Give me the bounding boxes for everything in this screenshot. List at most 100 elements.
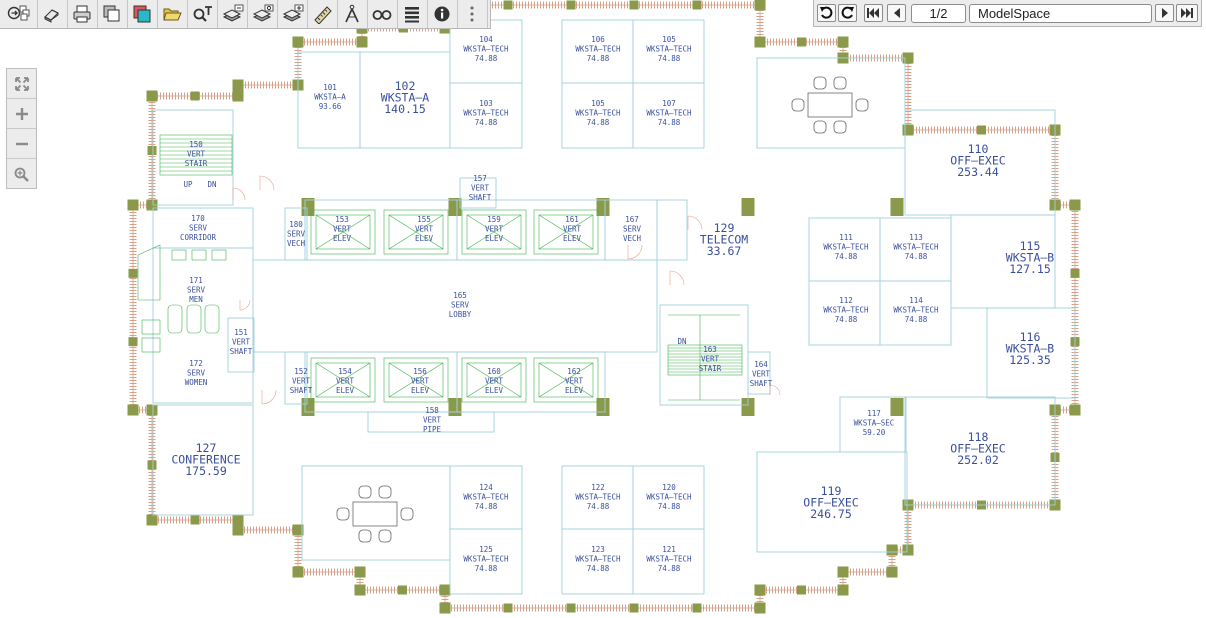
zoom-window-icon xyxy=(14,167,29,182)
wall-corner xyxy=(754,584,766,596)
room-outline xyxy=(656,199,688,261)
room-label-line: CONFERENCE xyxy=(171,453,240,467)
page-number-field[interactable]: 1/2 xyxy=(911,4,966,23)
wall-corner xyxy=(902,52,914,64)
room-label-line: ELEV xyxy=(415,234,434,243)
room-label-layer: 101WKSTA–A93.66102WKSTA–A140.15104WKSTA–… xyxy=(171,35,1054,573)
zoom-in-button[interactable] xyxy=(7,99,36,129)
wall-pier xyxy=(797,585,806,595)
wall-pier xyxy=(128,268,138,278)
copy-button[interactable] xyxy=(98,0,128,28)
layer-minus-button[interactable] xyxy=(218,0,248,28)
room-label-line: 74.88 xyxy=(587,54,610,63)
more-button[interactable] xyxy=(458,0,488,28)
wall-pier xyxy=(692,0,702,10)
layer-plus-button[interactable] xyxy=(278,0,308,28)
layout-selector[interactable]: ModelSpace xyxy=(969,4,1152,23)
room-outline xyxy=(986,307,1076,399)
room-label-line: 115 xyxy=(1020,239,1041,253)
wall-pier xyxy=(190,91,200,101)
color-background-button[interactable] xyxy=(128,0,158,28)
room-label-line: WKSTA–A xyxy=(381,91,430,105)
wall-corner xyxy=(754,36,766,48)
room-label-line: 140.15 xyxy=(384,102,426,116)
room-label-line: 106 xyxy=(591,35,605,44)
room-label-line: 119 xyxy=(821,484,842,498)
room-label-line: OFF–EXEC xyxy=(803,496,858,510)
room-label-line: WKSTA–TECH xyxy=(463,555,509,564)
wall-corner xyxy=(232,79,244,91)
room-label-line: WKSTA–B xyxy=(1006,251,1055,265)
room-label-line: 150 xyxy=(189,140,203,149)
room-label-line: 252.02 xyxy=(957,453,999,467)
elevator-cross xyxy=(315,214,371,250)
text-search-button[interactable] xyxy=(188,0,218,28)
zoom-out-button[interactable] xyxy=(7,129,36,159)
first-page-button[interactable] xyxy=(864,4,883,22)
room-label-line: 74.88 xyxy=(905,315,928,324)
layer-settings-button[interactable] xyxy=(248,0,278,28)
wall-corner xyxy=(232,524,244,536)
layers-stack-icon xyxy=(404,7,419,23)
room-label-line: 125.35 xyxy=(1009,353,1051,367)
redo-view-button[interactable] xyxy=(838,4,857,22)
room-label-line: 74.88 xyxy=(587,564,610,573)
room-outline xyxy=(449,528,523,595)
undo-view-button[interactable] xyxy=(817,4,836,22)
elevator-cross xyxy=(538,362,594,398)
zoom-extents-button[interactable] xyxy=(7,69,36,99)
room-label-line: OFF–EXEC xyxy=(950,154,1005,168)
next-page-icon xyxy=(1161,8,1168,18)
wall-pier xyxy=(398,585,407,595)
chair xyxy=(791,98,805,112)
zoom-window-button[interactable] xyxy=(7,159,36,189)
navigate-button[interactable] xyxy=(0,0,38,28)
print-button[interactable] xyxy=(68,0,98,28)
room-label-line: PIPE xyxy=(423,425,442,434)
room-label-line: WKSTA–TECH xyxy=(646,45,692,54)
room-label-line: SERV xyxy=(451,301,470,310)
ruler-button[interactable] xyxy=(308,0,338,28)
room-label-line: 153 xyxy=(335,215,349,224)
room-outline xyxy=(632,82,705,149)
last-page-button[interactable] xyxy=(1176,4,1198,22)
structural-column xyxy=(301,398,315,416)
next-page-button[interactable] xyxy=(1155,4,1174,22)
room-label-line: 164 xyxy=(754,360,768,369)
room-label-line: ELEV xyxy=(333,234,352,243)
room-outline xyxy=(756,451,908,553)
room-label-line: 74.88 xyxy=(658,118,681,127)
door-swing xyxy=(261,389,277,405)
binoculars-button[interactable] xyxy=(368,0,398,28)
compass-button[interactable] xyxy=(338,0,368,28)
erase-button[interactable] xyxy=(38,0,68,28)
room-label-line: WKSTA–TECH xyxy=(575,109,621,118)
layers-stack-button[interactable] xyxy=(398,0,428,28)
open-folder-button[interactable] xyxy=(158,0,188,28)
room-label-line: WKSTA–TECH xyxy=(646,109,692,118)
info-button[interactable] xyxy=(428,0,458,28)
wall-pier xyxy=(692,603,702,613)
previous-page-button[interactable] xyxy=(887,4,906,22)
chair xyxy=(358,529,372,543)
room-outline xyxy=(367,411,495,433)
room-label-line: WKSTA–TECH xyxy=(575,45,621,54)
wall-corner xyxy=(356,36,368,48)
urinal-fixture xyxy=(141,319,161,335)
room-label-line: 59.20 xyxy=(863,428,886,437)
chair xyxy=(855,98,869,112)
main-toolbar xyxy=(0,0,491,29)
